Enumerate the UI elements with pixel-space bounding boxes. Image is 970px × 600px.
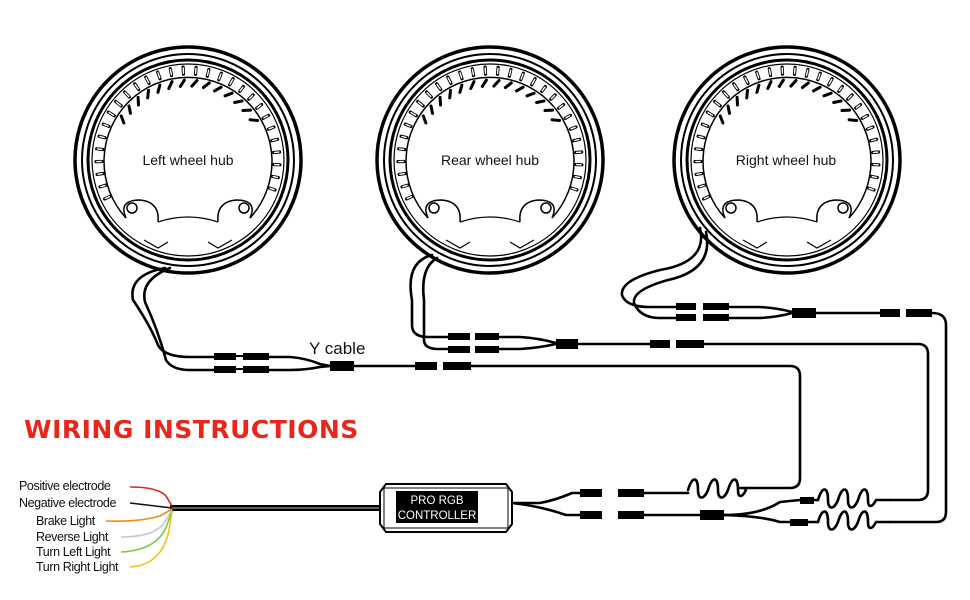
coil-cables — [686, 478, 892, 531]
y-cable-label: Y cable — [309, 339, 365, 358]
rear-wheel-hub — [375, 45, 605, 275]
legend-wire-negative — [129, 502, 173, 509]
hub-label-rear: Rear wheel hub — [441, 152, 539, 168]
legend-wire-positive — [129, 486, 173, 507]
controller-output-cable — [510, 489, 820, 526]
legend-wire-brake — [105, 508, 173, 522]
hub-label-left: Left wheel hub — [142, 152, 233, 168]
legend-label-brake: Brake Light — [36, 514, 96, 528]
legend-label-turn-right: Turn Right Light — [36, 560, 119, 574]
legend-label-negative: Negative electrode — [19, 496, 116, 510]
page-title: WIRING INSTRUCTIONS — [24, 415, 359, 444]
legend-label-reverse: Reverse Light — [36, 530, 109, 544]
pro-rgb-controller: PRO RGB CONTROLLER — [379, 483, 513, 533]
controller-input-cable — [170, 505, 380, 511]
left-hub-cable — [131, 266, 216, 372]
legend: Positive electrode Negative electrode Br… — [19, 479, 173, 574]
legend-wire-turn-left — [120, 510, 173, 553]
legend-wire-reverse — [120, 509, 173, 538]
right-hub-cable — [620, 226, 948, 524]
legend-label-turn-left: Turn Left Light — [36, 545, 111, 559]
left-wheel-hub — [73, 45, 303, 275]
right-wheel-hub — [672, 45, 902, 275]
left-hub-connectors — [214, 353, 269, 373]
legend-label-positive: Positive electrode — [19, 479, 111, 493]
legend-wire-turn-right — [129, 511, 173, 568]
controller-label-line2: CONTROLLER — [398, 510, 477, 522]
controller-label-line1: PRO RGB — [410, 495, 463, 507]
y-cable — [267, 355, 802, 490]
rear-hub-cable — [409, 253, 930, 502]
hub-label-right: Right wheel hub — [736, 152, 837, 168]
